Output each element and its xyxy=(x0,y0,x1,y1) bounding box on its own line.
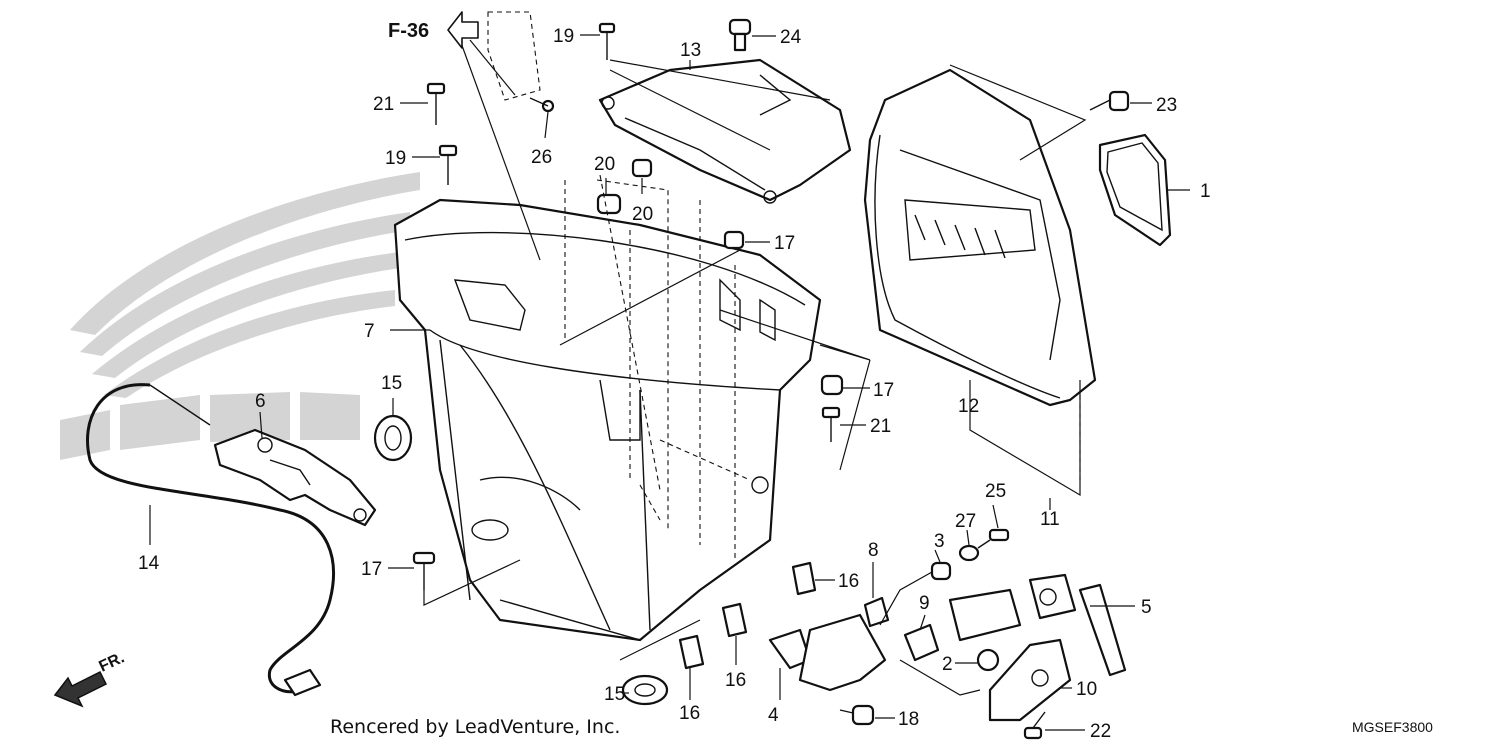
callout-16-b: 16 xyxy=(725,670,746,691)
bolt-24-icon xyxy=(728,18,752,52)
bolt-21-top-icon xyxy=(426,82,446,125)
bolt-17-bottom-icon xyxy=(412,551,436,590)
callout-15-lower: 15 xyxy=(604,684,625,705)
callout-labels: 1 2 3 4 5 6 7 8 9 10 11 12 13 14 15 15 1… xyxy=(138,26,1211,742)
callout-11: 11 xyxy=(1040,509,1060,530)
part-16-clip-b[interactable] xyxy=(721,602,748,638)
callout-7: 7 xyxy=(364,321,375,342)
callout-22: 22 xyxy=(1090,721,1111,742)
callout-21-top: 21 xyxy=(373,94,394,115)
callout-23: 23 xyxy=(1156,95,1177,116)
diagram-code: MGSEF3800 xyxy=(1352,719,1433,735)
fasteners xyxy=(412,18,1130,740)
bolt-21-right-icon xyxy=(821,406,841,442)
bolt-19-top-icon xyxy=(598,22,616,60)
part-14-cable[interactable] xyxy=(86,383,335,697)
bolt-19-left-icon xyxy=(438,144,458,185)
reference-label: F-36 xyxy=(388,20,429,42)
part-8-plate[interactable] xyxy=(863,596,890,628)
bolt-17-top-icon xyxy=(723,230,745,250)
callout-24: 24 xyxy=(780,27,802,48)
callout-9: 9 xyxy=(919,593,930,614)
callout-18: 18 xyxy=(898,709,919,730)
part-12-lid[interactable] xyxy=(863,68,1097,407)
callout-3: 3 xyxy=(934,531,945,552)
part-7-luggage-box[interactable] xyxy=(393,198,822,642)
bolt-20-b-icon xyxy=(631,158,653,178)
bolt-22-icon xyxy=(1023,711,1046,740)
callout-17-top: 17 xyxy=(774,233,795,254)
callout-14: 14 xyxy=(138,553,160,574)
part-10-plate[interactable] xyxy=(988,638,1072,722)
front-arrow-icon xyxy=(53,670,108,708)
callout-20-a: 20 xyxy=(594,154,615,175)
screw-26-icon xyxy=(529,97,555,113)
part-15-grommet-lower[interactable] xyxy=(621,674,669,706)
bolt-20-a-icon xyxy=(596,193,622,215)
bolt-25-icon xyxy=(977,528,1010,549)
callout-20-b: 20 xyxy=(632,204,653,225)
callout-21-right: 21 xyxy=(870,416,891,437)
callout-15-upper: 15 xyxy=(381,373,402,394)
bolt-17-mid-icon xyxy=(820,374,844,396)
reference-arrow-icon xyxy=(447,11,479,49)
part-2-cap-icon xyxy=(976,648,1000,672)
bolt-18-icon xyxy=(839,704,875,726)
direction-indicator: FR. xyxy=(53,649,128,708)
callout-12: 12 xyxy=(958,396,979,417)
part-16-clip-c[interactable] xyxy=(678,634,705,670)
callout-16-a: 16 xyxy=(838,571,859,592)
callout-17-bottom: 17 xyxy=(361,559,382,580)
callout-4: 4 xyxy=(768,705,779,726)
credit-text: Rencered by LeadVenture, Inc. xyxy=(330,716,620,738)
callout-6: 6 xyxy=(255,391,266,412)
leader-lines xyxy=(149,11,1190,731)
callout-13: 13 xyxy=(680,40,701,61)
bolt-23-icon xyxy=(1089,90,1130,112)
callout-25: 25 xyxy=(985,481,1006,502)
callout-1: 1 xyxy=(1200,181,1211,202)
callout-5: 5 xyxy=(1141,597,1152,618)
part-13-cover[interactable] xyxy=(598,58,852,204)
callout-17-mid: 17 xyxy=(873,380,894,401)
washer-27-icon xyxy=(958,544,980,562)
callout-8: 8 xyxy=(868,540,879,561)
callout-19-left: 19 xyxy=(385,148,406,169)
callout-10: 10 xyxy=(1076,679,1097,700)
watermark-wing-logo xyxy=(60,172,420,460)
part-5-key-cylinder[interactable] xyxy=(948,573,1127,677)
part-15-grommet-upper[interactable] xyxy=(373,414,413,462)
reference-f36[interactable]: F-36 xyxy=(388,11,479,49)
part-3-pin-icon xyxy=(930,561,952,581)
callout-26: 26 xyxy=(531,147,552,168)
direction-label: FR. xyxy=(97,649,128,675)
callout-19-top: 19 xyxy=(553,26,574,47)
part-6-latch[interactable] xyxy=(213,428,377,527)
part-16-clip-a[interactable] xyxy=(791,561,817,596)
part-1-seal[interactable] xyxy=(1098,133,1172,247)
callout-2: 2 xyxy=(942,654,953,675)
callout-16-c: 16 xyxy=(679,703,700,724)
part-4-stay[interactable] xyxy=(768,613,887,692)
callout-27: 27 xyxy=(955,511,976,532)
part-9-clip[interactable] xyxy=(903,623,940,662)
